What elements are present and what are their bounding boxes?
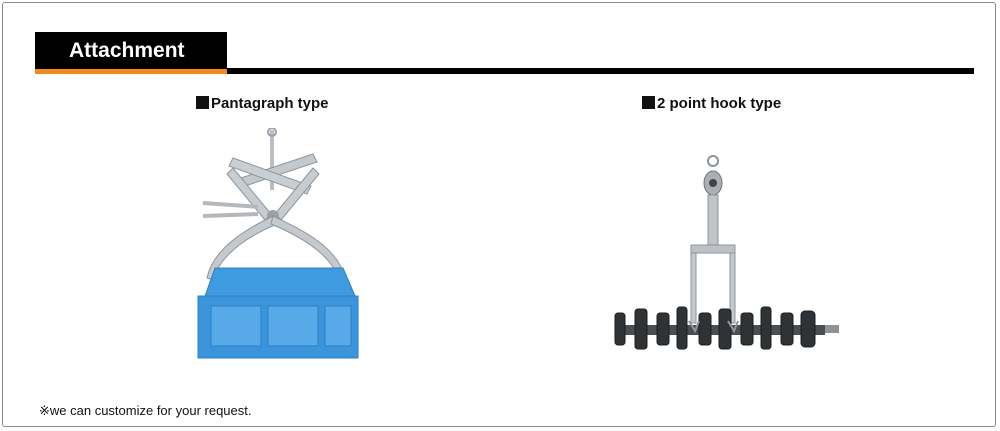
title-rule [227,68,974,74]
product-label-pantagraph: Pantagraph type [196,95,329,113]
section-title: Attachment [35,32,227,69]
customize-note: ※we can customize for your request. [39,403,252,418]
bullet-square-icon [196,96,209,109]
pantagraph-attachment-illustration [197,128,359,359]
title-accent-bar [35,69,227,74]
bullet-square-icon [642,96,655,109]
product-label-text: Pantagraph type [211,95,329,112]
product-label-text: 2 point hook type [657,95,782,112]
two-point-hook-illustration [614,155,839,350]
product-label-two-point-hook: 2 point hook type [642,95,781,113]
